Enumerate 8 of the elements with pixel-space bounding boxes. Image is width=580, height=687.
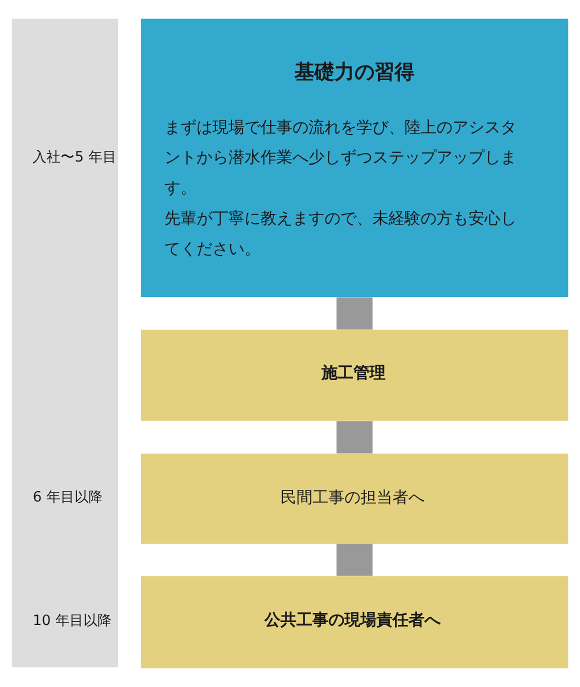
connector <box>336 421 373 454</box>
node-box: 施工管理 <box>140 330 568 421</box>
connector <box>336 297 373 330</box>
connector <box>336 544 373 576</box>
node-box: 民間工事の担当者へ <box>140 454 568 544</box>
node-box: 基礎力の習得 まずは現場で仕事の流れを学び、陸上のアシスタントから潜水作業へ少しずつステップアップします。 先輩が丁寧に教えますので、未経験の方も安心してください。 <box>140 18 568 297</box>
node-box: 入社〜5 年目 6 年目以降 10 年目以降 <box>12 18 118 668</box>
node-box: 公共工事の現場責任者へ <box>140 576 568 668</box>
